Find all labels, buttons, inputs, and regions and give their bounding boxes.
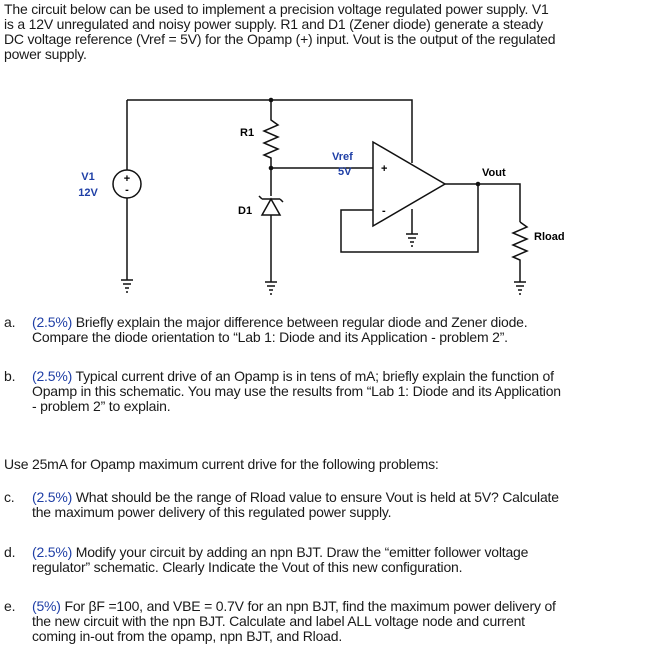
zener-triangle [260, 197, 282, 216]
question-letter: c. [4, 489, 15, 505]
question-text: Compare the diode orientation to “Lab 1:… [32, 329, 508, 345]
top-wire [127, 99, 413, 163]
intro-line: DC voltage reference (Vref = 5V) for the… [4, 31, 556, 47]
question-points: (2.5%) [32, 314, 73, 330]
intro-line: power supply. [4, 46, 87, 62]
question-letter: b. [4, 368, 16, 384]
ground-icon [121, 278, 133, 293]
vref-value: 5V [338, 166, 352, 178]
question-points: (2.5%) [32, 368, 73, 384]
question-text: What should be the range of Rload value … [75, 489, 559, 505]
v1-value: 12V [78, 187, 98, 199]
ground-icon [265, 280, 277, 295]
question-text: For βF =100, and VBE = 0.7V for an npn B… [64, 598, 556, 614]
d1-label: D1 [238, 205, 252, 217]
v1-label: V1 [81, 171, 94, 183]
question-text: - problem 2” to explain. [32, 398, 171, 414]
opamp-symbol [372, 140, 447, 228]
intro-line: The circuit below can be used to impleme… [4, 1, 549, 17]
question-text: Opamp in this schematic. You may use the… [32, 383, 561, 399]
question-text: Briefly explain the major difference bet… [75, 314, 528, 330]
r1-label: R1 [240, 127, 254, 139]
rload-resistor [511, 221, 529, 280]
question-points: (2.5%) [32, 544, 73, 560]
question-letter: e. [4, 598, 16, 614]
instruction-text: Use 25mA for Opamp maximum current drive… [4, 456, 439, 472]
v1-source [112, 169, 142, 199]
r1-resistor [262, 100, 280, 168]
feedback-wire [340, 184, 479, 253]
question-points: (2.5%) [32, 489, 73, 505]
source-plus-sign: + [124, 173, 130, 185]
question-points: (5%) [32, 598, 61, 614]
question-text: the maximum power delivery of this regul… [32, 504, 392, 520]
question-text: Typical current drive of an Opamp is in … [75, 368, 554, 384]
question-letter: a. [4, 314, 16, 330]
question-text: regulator” schematic. Clearly Indicate t… [32, 559, 463, 575]
vref-label: Vref [332, 151, 353, 163]
ground-icon [406, 233, 418, 247]
question-letter: d. [4, 544, 16, 560]
source-minus-sign: - [125, 184, 129, 196]
rload-label: Rload [534, 231, 565, 243]
opamp-minus: - [382, 205, 386, 217]
intro-line: is a 12V unregulated and noisy power sup… [4, 16, 543, 32]
opamp-plus: + [381, 163, 387, 175]
question-text: coming in-out from the opamp, npn BJT, a… [32, 628, 343, 644]
vout-wire [445, 183, 521, 222]
problem-intro: The circuit below can be used to impleme… [4, 2, 644, 62]
ground-icon [514, 280, 526, 295]
question-text: Modify your circuit by adding an npn BJT… [75, 544, 529, 560]
circuit-schematic: + - V1 12V R1 D1 Vref 5V + - Vout Rload [78, 97, 565, 295]
vout-label: Vout [482, 167, 506, 179]
question-text: the new circuit with the npn BJT. Calcul… [32, 613, 525, 629]
